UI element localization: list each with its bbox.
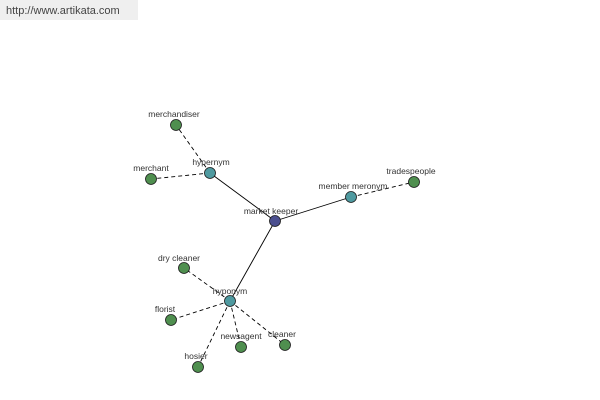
- node-dry-cleaner[interactable]: dry cleaner: [158, 253, 200, 274]
- edge-hypernym-merchant: [150, 172, 211, 180]
- node-label: newsagent: [220, 331, 262, 341]
- node-newsagent[interactable]: newsagent: [220, 331, 262, 353]
- node-marker-term[interactable]: [192, 361, 204, 373]
- node-label: hyponym: [213, 286, 248, 296]
- node-label: tradespeople: [386, 166, 435, 176]
- node-marker-center[interactable]: [269, 215, 281, 227]
- node-label: dry cleaner: [158, 253, 200, 263]
- node-label: hosier: [184, 351, 207, 361]
- node-tradespeople[interactable]: tradespeople: [386, 166, 436, 188]
- node-marker-relation[interactable]: [204, 167, 216, 179]
- node-market-keeper[interactable]: market keeper: [244, 206, 298, 227]
- node-marker-term[interactable]: [279, 339, 291, 351]
- node-hyponym[interactable]: hyponym: [213, 286, 248, 307]
- node-label: member meronym: [319, 181, 388, 191]
- watermark-url: http://www.artikata.com: [0, 0, 138, 20]
- edge-market-keeper-member-meronym: [274, 196, 352, 222]
- edge-hyponym-dry-cleaner: [183, 267, 231, 302]
- node-florist[interactable]: florist: [155, 304, 177, 326]
- edge-member-meronym-tradespeople: [350, 181, 415, 198]
- node-hypernym[interactable]: hypernym: [192, 157, 230, 179]
- edge-market-keeper-hyponym: [229, 220, 276, 302]
- node-marker-term[interactable]: [165, 314, 177, 326]
- edges-layer: [150, 124, 415, 368]
- node-marker-relation[interactable]: [224, 295, 236, 307]
- edge-hyponym-hosier: [197, 300, 231, 368]
- node-label: hypernym: [192, 157, 229, 167]
- nodes-layer: market keeper hypernym member meronym hypon…: [133, 109, 436, 373]
- node-marker-term[interactable]: [235, 341, 247, 353]
- node-member-meronym[interactable]: member meronym: [319, 181, 388, 203]
- node-label: merchant: [133, 163, 169, 173]
- node-label: market keeper: [244, 206, 298, 216]
- node-marker-term[interactable]: [408, 176, 420, 188]
- node-marker-term[interactable]: [178, 262, 190, 274]
- edge-hypernym-merchandiser: [175, 124, 211, 174]
- node-marker-term[interactable]: [170, 119, 182, 131]
- node-cleaner[interactable]: cleaner: [268, 329, 296, 351]
- node-hosier[interactable]: hosier: [184, 351, 208, 373]
- edge-hyponym-newsagent: [229, 300, 242, 348]
- edge-hyponym-florist: [170, 300, 231, 321]
- node-label: merchandiser: [148, 109, 200, 119]
- edge-hyponym-cleaner: [229, 300, 286, 346]
- node-marker-relation[interactable]: [345, 191, 357, 203]
- node-label: cleaner: [268, 329, 296, 339]
- node-merchant[interactable]: merchant: [133, 163, 169, 185]
- node-label: florist: [155, 304, 176, 314]
- edge-market-keeper-hypernym: [209, 172, 276, 222]
- node-merchandiser[interactable]: merchandiser: [148, 109, 200, 131]
- node-marker-term[interactable]: [145, 173, 157, 185]
